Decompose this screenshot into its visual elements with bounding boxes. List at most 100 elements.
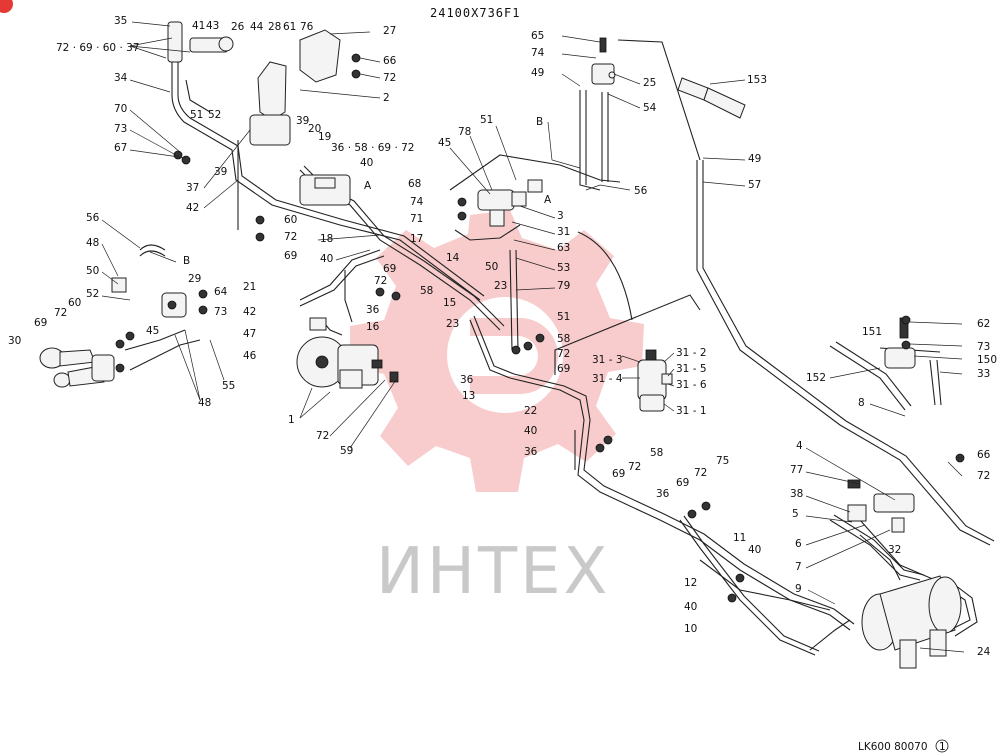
ref-label: 77 [790, 464, 803, 476]
ref-label: 31 [557, 226, 570, 238]
ref-label: 2 [383, 92, 390, 104]
ref-label: 54 [643, 102, 657, 114]
ref-label: 15 [443, 297, 456, 309]
ref-label: 43 [206, 20, 219, 32]
ref-label: 51 [480, 114, 493, 126]
fittings [115, 53, 965, 603]
ref-label: 35 [114, 15, 127, 27]
ref-label: 31 - 6 [676, 379, 707, 391]
ref-label: 48 [198, 397, 211, 409]
ref-label: 63 [557, 242, 570, 254]
ref-label: 60 [284, 214, 297, 226]
ref-label: 69 [612, 468, 625, 480]
ref-label: 47 [243, 328, 256, 340]
ref-label: 16 [366, 321, 380, 333]
ref-label: 78 [458, 126, 471, 138]
ref-label: 29 [188, 273, 201, 285]
ref-label: 31 - 3 [592, 354, 623, 366]
ref-label: 23 [494, 280, 507, 292]
ref-label: 22 [524, 405, 537, 417]
corner-badge [0, 0, 13, 13]
ref-label: 19 [318, 131, 331, 143]
ref-label: 48 [86, 237, 99, 249]
ref-label: 14 [446, 252, 460, 264]
ref-label: 38 [790, 488, 803, 500]
ref-label: 55 [222, 380, 235, 392]
top-valve [591, 37, 616, 85]
ref-label: 49 [748, 153, 761, 165]
ref-label: 7 [795, 561, 802, 573]
ref-label: 73 [114, 123, 127, 135]
ref-label: 17 [410, 233, 423, 245]
ref-label: 36 [524, 446, 538, 458]
ref-label: 69 [676, 477, 689, 489]
ref-label: 152 [806, 372, 826, 384]
revision-number: 1 [939, 741, 946, 753]
ref-label: 27 [383, 25, 396, 37]
ref-label: 21 [243, 281, 256, 293]
revision-circle [935, 739, 949, 753]
valve-block-right [847, 317, 916, 533]
sensor-153 [677, 77, 746, 119]
ref-label: 31 - 2 [676, 347, 707, 359]
ref-label: 8 [858, 397, 865, 409]
ref-label: 153 [747, 74, 767, 86]
ref-label: 44 [250, 21, 264, 33]
ref-label: 31 - 4 [592, 373, 623, 385]
ref-label: 9 [795, 583, 802, 595]
brake-booster-left [296, 317, 383, 389]
ref-label: 56 [86, 212, 100, 224]
ref-label: 53 [557, 262, 570, 274]
ref-label: 42 [186, 202, 199, 214]
ref-label: 72 [383, 72, 396, 84]
ref-label: 72 [628, 461, 641, 473]
ref-label: 72 [374, 275, 387, 287]
ref-label: 151 [862, 326, 882, 338]
air-reservoir [861, 575, 962, 669]
ref-label: 46 [243, 350, 257, 362]
ref-label: 64 [214, 286, 228, 298]
ref-label: 41 [192, 20, 205, 32]
ref-label: 72 [54, 307, 67, 319]
ref-label: 37 [186, 182, 199, 194]
ref-label: 69 [557, 363, 570, 375]
ref-label: 71 [410, 213, 423, 225]
ref-label: 34 [114, 72, 128, 84]
ref-label: 58 [650, 447, 663, 459]
brake-valve-31 [637, 349, 673, 412]
ref-label: 3 [557, 210, 564, 222]
ref-label: 67 [114, 142, 127, 154]
ref-label: 50 [86, 265, 99, 277]
ref-label: 69 [34, 317, 47, 329]
ref-label: B [183, 255, 190, 267]
ref-label: 5 [792, 508, 799, 520]
ref-label: 13 [462, 390, 475, 402]
ref-label: 40 [320, 253, 333, 265]
ref-label: 40 [360, 157, 373, 169]
ref-label: 33 [977, 368, 990, 380]
ref-label: 31 - 1 [676, 405, 707, 417]
ref-label: 62 [977, 318, 990, 330]
ref-label: 36 [460, 374, 474, 386]
ref-label: 39 [214, 166, 227, 178]
brake-pedal-assembly [167, 21, 351, 206]
ref-label: 73 [214, 306, 227, 318]
ref-label: 79 [557, 280, 570, 292]
watermark-text: ИНТЕХ [376, 535, 610, 609]
ref-label: B [536, 116, 543, 128]
ref-label: 26 [231, 21, 245, 33]
ref-label: 74 [410, 196, 424, 208]
ref-label: 23 [446, 318, 459, 330]
ref-label: 56 [634, 185, 648, 197]
ref-label: 70 [114, 103, 127, 115]
ref-label: 150 [977, 354, 997, 366]
ref-label: 40 [684, 601, 697, 613]
ref-label: 45 [146, 325, 159, 337]
ref-label: A [364, 180, 372, 192]
ref-label: 42 [243, 306, 256, 318]
ref-label: 75 [716, 455, 729, 467]
ref-label: 69 [284, 250, 297, 262]
ref-label: 52 [86, 288, 99, 300]
ref-label: 57 [748, 179, 761, 191]
